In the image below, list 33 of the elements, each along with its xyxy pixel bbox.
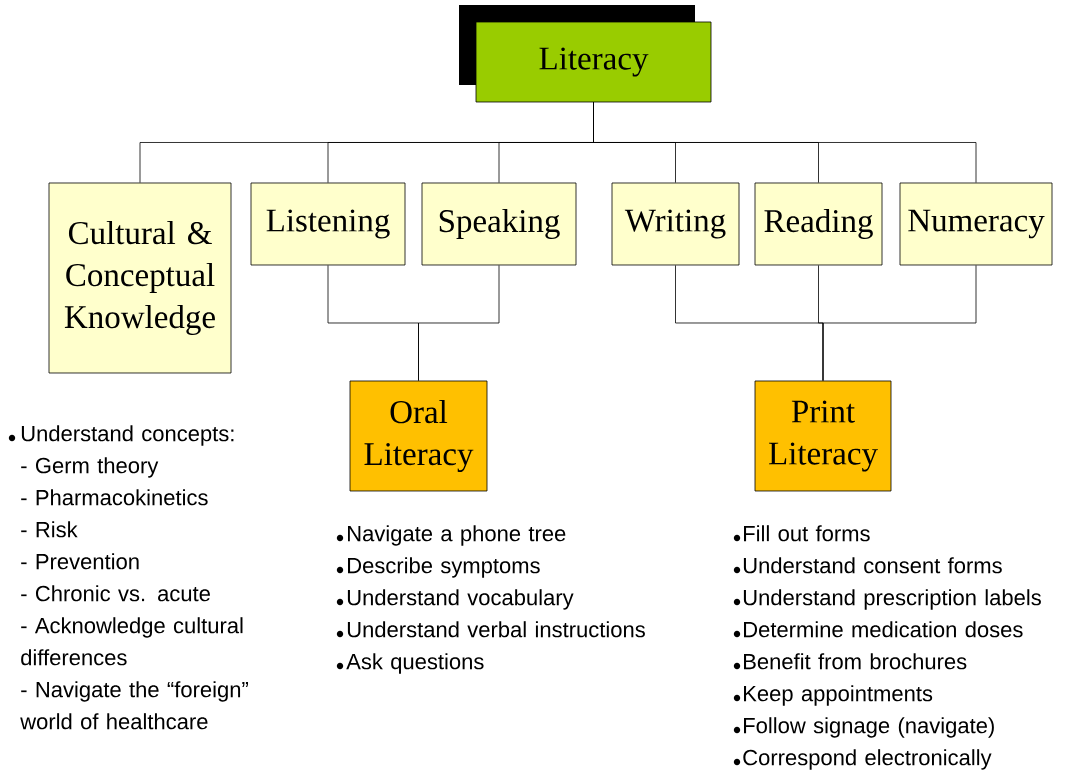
literacy-box: Oral Literacy [349, 380, 488, 492]
literacy-box: Print Literacy [754, 380, 892, 492]
list-item: Correspond electronically [743, 749, 992, 770]
list-item: - Navigate the “foreign” world of healthcare [20, 681, 248, 730]
category-box: Cultural & Conceptual Knowledge [48, 182, 232, 374]
title-box: Literacy [459, 5, 712, 103]
list-item: Benefit from brochures [744, 653, 967, 670]
list-item: - Germ theory [21, 457, 159, 478]
category-box: Numeracy [899, 182, 1053, 266]
list-item: Understand consent forms [743, 557, 1002, 574]
list-item: Determine medication doses [744, 621, 1023, 638]
connector [593, 102, 977, 183]
list-item: - Pharmacokinetics [21, 489, 208, 506]
connector [418, 265, 500, 381]
list-item: - Risk [21, 521, 78, 538]
connector [822, 265, 977, 381]
list-item: Understand vocabulary [347, 589, 574, 610]
list-item: Navigate a phone tree [348, 525, 566, 546]
list-item: Keep appointments [744, 685, 933, 706]
list-item: Understand verbal instructions [347, 621, 645, 638]
list-item: - Acknowledge cultural differences [21, 617, 243, 666]
list-item: Ask questions [346, 653, 484, 674]
category-box: Writing [611, 182, 740, 266]
list-item: Fill out forms [744, 525, 870, 542]
list-item: Understand concepts: [21, 425, 234, 446]
list-item: Describe symptoms [348, 557, 540, 578]
category-box: Listening [250, 182, 406, 266]
category-box: Reading [754, 182, 883, 266]
list-item: - Chronic vs. acute [21, 585, 210, 602]
list-item: - Prevention [21, 553, 139, 570]
category-box: Speaking [421, 182, 577, 266]
list-item: Follow signage (navigate) [744, 717, 994, 738]
list-item: Understand prescription labels [743, 589, 1041, 610]
